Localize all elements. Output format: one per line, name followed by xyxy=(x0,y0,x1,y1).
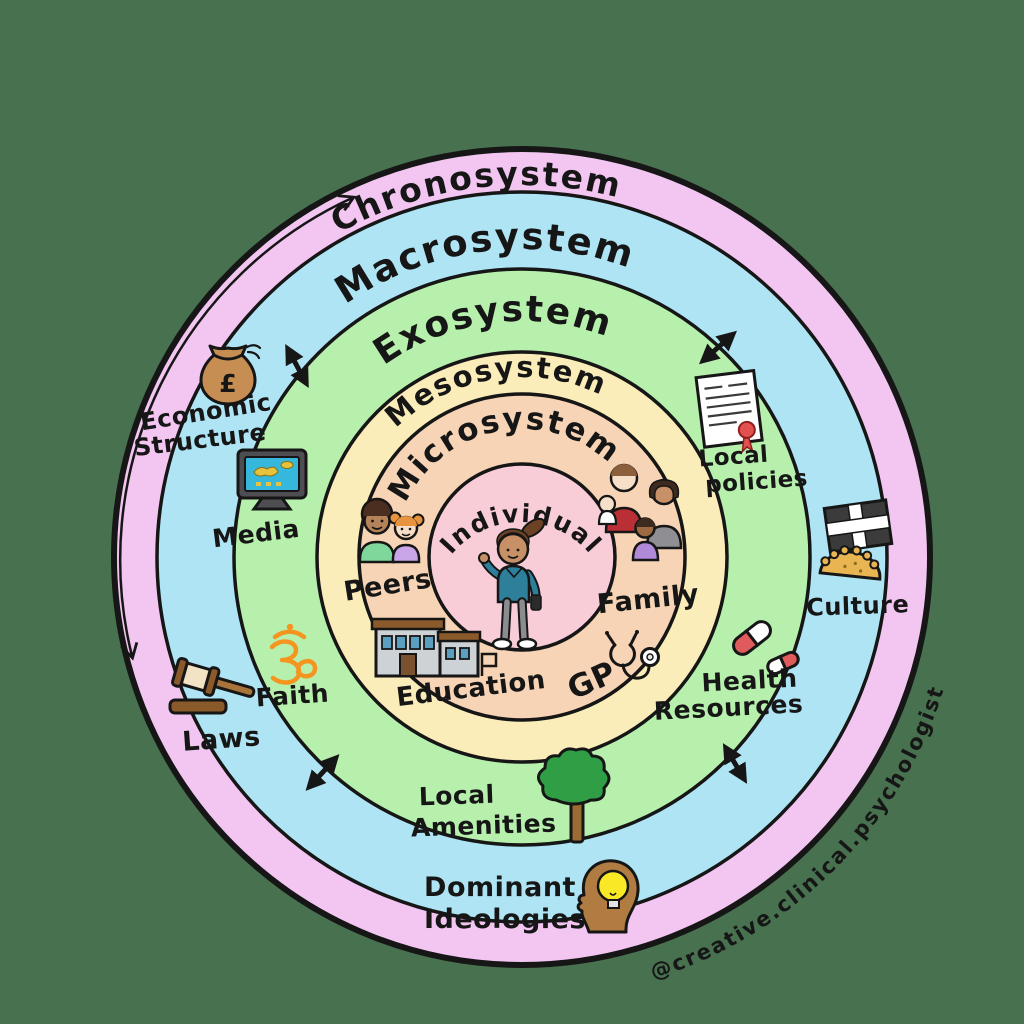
label-laws: Laws xyxy=(181,721,261,757)
label-local-amenities-line1: Local xyxy=(418,780,495,812)
label-local-policies-line1: Local xyxy=(698,442,770,473)
exchange-arrow-bottom-left-icon xyxy=(305,754,340,791)
pills-icon xyxy=(732,620,800,676)
exchange-arrow-top-right-icon xyxy=(699,330,737,365)
label-faith: Faith xyxy=(255,678,330,712)
person-icon xyxy=(478,517,546,651)
family-icon xyxy=(597,463,683,562)
certificate-icon xyxy=(694,368,764,454)
tv-icon xyxy=(236,448,308,511)
label-dominant-ideologies-line1: Dominant xyxy=(424,872,576,903)
head-lightbulb-icon xyxy=(576,859,640,934)
gavel-icon xyxy=(168,657,256,715)
label-health-resources-line1: Health xyxy=(701,664,798,698)
exchange-arrow-top-left-icon xyxy=(285,343,309,389)
money-bag-icon: £ xyxy=(199,344,262,406)
label-local-amenities-line2: Amenities xyxy=(410,808,557,842)
exchange-arrow-bottom-right-icon xyxy=(722,743,748,784)
peers-icon xyxy=(358,497,425,564)
label-culture: Culture xyxy=(806,590,910,622)
stethoscope-icon xyxy=(605,630,660,680)
label-dominant-ideologies-line2: Ideologies xyxy=(424,904,586,935)
pasty-icon xyxy=(818,545,882,581)
school-icon xyxy=(370,617,498,678)
pound-symbol: £ xyxy=(219,369,236,398)
cornish-flag-icon xyxy=(822,498,894,554)
time-arrow-icon xyxy=(118,194,357,661)
om-icon xyxy=(269,623,318,685)
tree-icon xyxy=(537,747,611,844)
